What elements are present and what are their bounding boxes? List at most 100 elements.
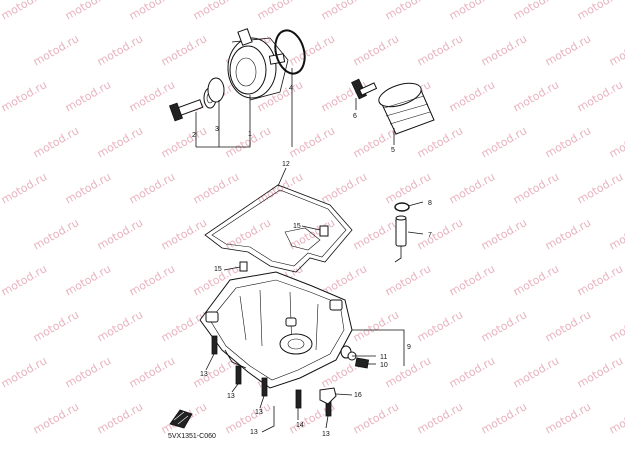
watermark-text: motod.ru — [479, 400, 529, 436]
callout-14: 14 — [296, 422, 304, 429]
watermark-text: motod.ru — [63, 78, 113, 114]
union-bolt-2 — [168, 99, 204, 122]
watermark-text: motod.ru — [159, 124, 209, 160]
watermark-text: motod.ru — [607, 216, 625, 252]
watermark-text: motod.ru — [95, 216, 145, 252]
watermark-text: motod.ru — [0, 0, 49, 23]
watermark-text: motod.ru — [255, 0, 305, 23]
watermark-text: motod.ru — [287, 32, 337, 68]
watermark-text: motod.ru — [159, 32, 209, 68]
watermark-text: motod.ru — [575, 78, 625, 114]
watermark-text: motod.ru — [95, 124, 145, 160]
watermark-text: motod.ru — [575, 170, 625, 206]
watermark-text: motod.ru — [607, 308, 625, 344]
callout-10: 10 — [380, 362, 388, 369]
watermark-text: motod.ru — [415, 308, 465, 344]
watermark-text: motod.ru — [31, 400, 81, 436]
watermark-text: motod.ru — [511, 0, 561, 23]
watermark-text: motod.ru — [223, 400, 273, 436]
watermark-text: motod.ru — [575, 0, 625, 23]
watermark-text: motod.ru — [607, 32, 625, 68]
watermark-text: motod.ru — [0, 354, 49, 390]
oil-pan-gasket — [204, 184, 353, 273]
watermark-text: motod.ru — [287, 216, 337, 252]
callout-13d: 13 — [250, 429, 258, 436]
watermark-text: motod.ru — [383, 170, 433, 206]
callout-1: 1 — [248, 131, 252, 138]
callout-12: 12 — [282, 161, 290, 168]
watermark-text: motod.ru — [95, 400, 145, 436]
leader-lines — [195, 68, 424, 433]
callout-15a: 15 — [293, 223, 301, 230]
drain-bolt — [340, 345, 370, 369]
watermark-text: motod.ru — [127, 262, 177, 298]
watermark-text: motod.ru — [127, 170, 177, 206]
callout-9: 9 — [407, 344, 411, 351]
watermark-text: motod.ru — [223, 124, 273, 160]
filter-stud-bolt — [351, 78, 378, 100]
watermark-text: motod.ru — [415, 400, 465, 436]
watermark-text: motod.ru — [479, 308, 529, 344]
watermark-text: motod.ru — [95, 308, 145, 344]
watermark-text: motod.ru — [383, 354, 433, 390]
watermark-text: motod.ru — [415, 32, 465, 68]
callout-7: 7 — [428, 232, 432, 239]
watermark-text: motod.ru — [447, 262, 497, 298]
callout-15b: 15 — [214, 266, 222, 273]
watermark-text: motod.ru — [607, 124, 625, 160]
watermark-text: motod.ru — [511, 170, 561, 206]
watermark-text: motod.ru — [543, 124, 593, 160]
watermark-text: motod.ru — [63, 170, 113, 206]
watermark-text: motod.ru — [479, 124, 529, 160]
watermark-text: motod.ru — [511, 78, 561, 114]
watermark-text: motod.ru — [383, 0, 433, 23]
callout-13c: 13 — [255, 409, 263, 416]
watermark-text: motod.ru — [447, 0, 497, 23]
watermark-text: motod.ru — [543, 400, 593, 436]
callout-3: 3 — [215, 126, 219, 133]
watermark-text: motod.ru — [0, 170, 49, 206]
watermark-text: motod.ru — [159, 216, 209, 252]
callout-13a: 13 — [200, 371, 208, 378]
watermark-text: motod.ru — [543, 308, 593, 344]
watermark-text: motod.ru — [479, 32, 529, 68]
watermark-text: motod.ru — [607, 400, 625, 436]
watermark-text: motod.ru — [415, 124, 465, 160]
watermark-text: motod.ru — [127, 354, 177, 390]
callout-6: 6 — [353, 113, 357, 120]
dowel-pin-lower — [239, 261, 248, 272]
watermark-text: motod.ru — [31, 216, 81, 252]
watermark-text: motod.ru — [95, 32, 145, 68]
watermark-text: motod.ru — [415, 216, 465, 252]
watermark-text: motod.ru — [543, 32, 593, 68]
oil-cooler — [227, 28, 289, 101]
callout-13b: 13 — [227, 393, 235, 400]
callout-2: 2 — [192, 132, 196, 139]
watermark-text: motod.ru — [255, 170, 305, 206]
watermark-text: motod.ru — [383, 262, 433, 298]
watermark-text: motod.ru — [351, 32, 401, 68]
watermark-text: motod.ru — [447, 78, 497, 114]
oil-pipe — [394, 215, 407, 263]
watermark-text: motod.ru — [223, 216, 273, 252]
hose-bracket — [319, 387, 337, 405]
callout-5: 5 — [391, 147, 395, 154]
dowel-pin-upper — [319, 225, 329, 237]
o-ring-8 — [394, 202, 410, 212]
watermark-text: motod.ru — [479, 216, 529, 252]
diagram-code: 5VX1351-C060 — [168, 433, 216, 440]
watermark-text: motod.ru — [127, 78, 177, 114]
callout-11: 11 — [380, 354, 387, 361]
callout-16: 16 — [354, 392, 362, 399]
watermark-text: motod.ru — [31, 308, 81, 344]
watermark-text: motod.ru — [0, 262, 49, 298]
watermark-text: motod.ru — [575, 262, 625, 298]
watermark-text: motod.ru — [191, 170, 241, 206]
reference-tag-icon — [169, 409, 193, 429]
watermark-text: motod.ru — [159, 308, 209, 344]
callout-13e: 13 — [322, 431, 330, 438]
watermark-text: motod.ru — [63, 0, 113, 23]
watermark-text: motod.ru — [63, 262, 113, 298]
